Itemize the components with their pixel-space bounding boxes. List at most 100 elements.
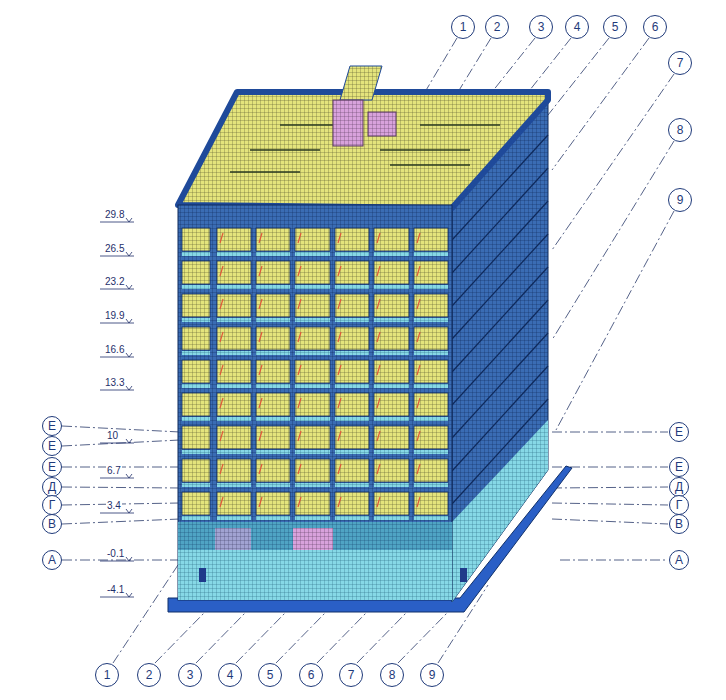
floor-panel — [335, 459, 369, 482]
floor-panel — [417, 332, 420, 342]
axis-label: 3 — [538, 21, 545, 33]
floor-panel — [295, 384, 330, 388]
floor-panel — [217, 459, 251, 482]
floor-panel — [182, 228, 210, 251]
floor-panel — [335, 327, 369, 350]
floor-panel — [256, 393, 290, 416]
axis-label: Е — [48, 420, 56, 432]
axis-label: 1 — [104, 669, 111, 681]
floor-panel — [414, 360, 448, 383]
floor-panel — [256, 261, 290, 284]
axis-bubble: 7 — [668, 51, 692, 75]
axis-label: 5 — [267, 669, 274, 681]
floor-panel — [414, 318, 448, 322]
axis-bubble: 1 — [451, 15, 475, 39]
floor-panel — [414, 294, 448, 317]
floor-panel — [374, 516, 409, 520]
floor-panel — [377, 299, 380, 309]
axis-label: 5 — [612, 21, 619, 33]
floor-panel — [256, 360, 290, 383]
floor-panel — [338, 365, 341, 375]
floor-panel — [298, 398, 301, 408]
axis-label: Г — [49, 499, 56, 511]
floor-panel — [220, 431, 223, 441]
floor-panel — [217, 327, 251, 350]
floor-panel — [217, 360, 251, 383]
floor-panel — [338, 431, 341, 441]
elevation-mark: 23.2 — [104, 277, 125, 287]
floor-panel — [414, 228, 448, 251]
floor-panel — [256, 492, 290, 515]
floor-panel — [217, 318, 251, 322]
floor-panel — [295, 351, 330, 355]
floor-panel — [220, 497, 223, 507]
axis-bubble: 8 — [668, 118, 692, 142]
floor-panel — [182, 459, 210, 482]
floor-panel — [217, 426, 251, 449]
axis-label: 6 — [652, 21, 659, 33]
floor-panel — [374, 450, 409, 454]
axis-bubble: 5 — [258, 663, 282, 687]
floor-panel — [256, 384, 290, 388]
floor-panel — [374, 228, 409, 251]
floor-panel — [182, 450, 210, 454]
floor-panel — [259, 233, 262, 243]
floor-panel — [414, 384, 448, 388]
floor-panel — [295, 450, 330, 454]
axis-label: А — [48, 554, 56, 566]
floor-panel — [217, 483, 251, 487]
floor-panel — [295, 228, 330, 251]
floor-panel — [220, 233, 223, 243]
floor-panel — [256, 327, 290, 350]
floor-panel — [259, 299, 262, 309]
floor-panel — [217, 294, 251, 317]
floor-panel — [377, 233, 380, 243]
floor-panel — [217, 351, 251, 355]
axis-label: 7 — [348, 669, 355, 681]
axis-bubble: Д — [42, 477, 62, 497]
floor-panel — [414, 252, 448, 256]
floor-panel — [182, 285, 210, 289]
floor-panel — [217, 450, 251, 454]
axis-bubble: 9 — [420, 663, 444, 687]
axis-label: 9 — [677, 194, 684, 206]
floor-panel — [295, 360, 330, 383]
axis-bubble: 3 — [178, 663, 202, 687]
floor-panel — [414, 516, 448, 520]
floor-panel — [417, 464, 420, 474]
axis-bubble: Д — [669, 477, 689, 497]
floor-panel — [414, 492, 448, 515]
floor-panel — [217, 516, 251, 520]
floor-panel — [182, 426, 210, 449]
floor-panel — [295, 252, 330, 256]
floor-panel — [256, 294, 290, 317]
axis-label: Д — [48, 481, 56, 493]
elevation-mark: 13.3 — [104, 378, 125, 388]
floor-panel — [414, 450, 448, 454]
floor-panel — [182, 351, 210, 355]
floor-panel — [374, 285, 409, 289]
floor-panel — [414, 483, 448, 487]
axis-bubble: 8 — [380, 663, 404, 687]
axis-label: Г — [676, 499, 683, 511]
floor-panel — [256, 417, 290, 421]
elevation-mark: 26.5 — [104, 244, 125, 254]
axis-label: Д — [675, 481, 683, 493]
floor-panel — [295, 393, 330, 416]
floor-panel — [374, 459, 409, 482]
floor-panel — [335, 360, 369, 383]
axis-label: 8 — [389, 669, 396, 681]
floor-panel — [259, 497, 262, 507]
floor-panel — [298, 497, 301, 507]
elevation-mark: 3.4 — [106, 501, 122, 511]
floor-panel — [256, 228, 290, 251]
floor-panel — [298, 233, 301, 243]
floor-panel — [417, 266, 420, 276]
floor-panel — [256, 252, 290, 256]
axis-label: В — [48, 518, 56, 530]
floor-panel — [417, 398, 420, 408]
floor-panel — [414, 393, 448, 416]
axis-bubble: Г — [669, 495, 689, 515]
axis-bubble: Е — [669, 422, 689, 442]
